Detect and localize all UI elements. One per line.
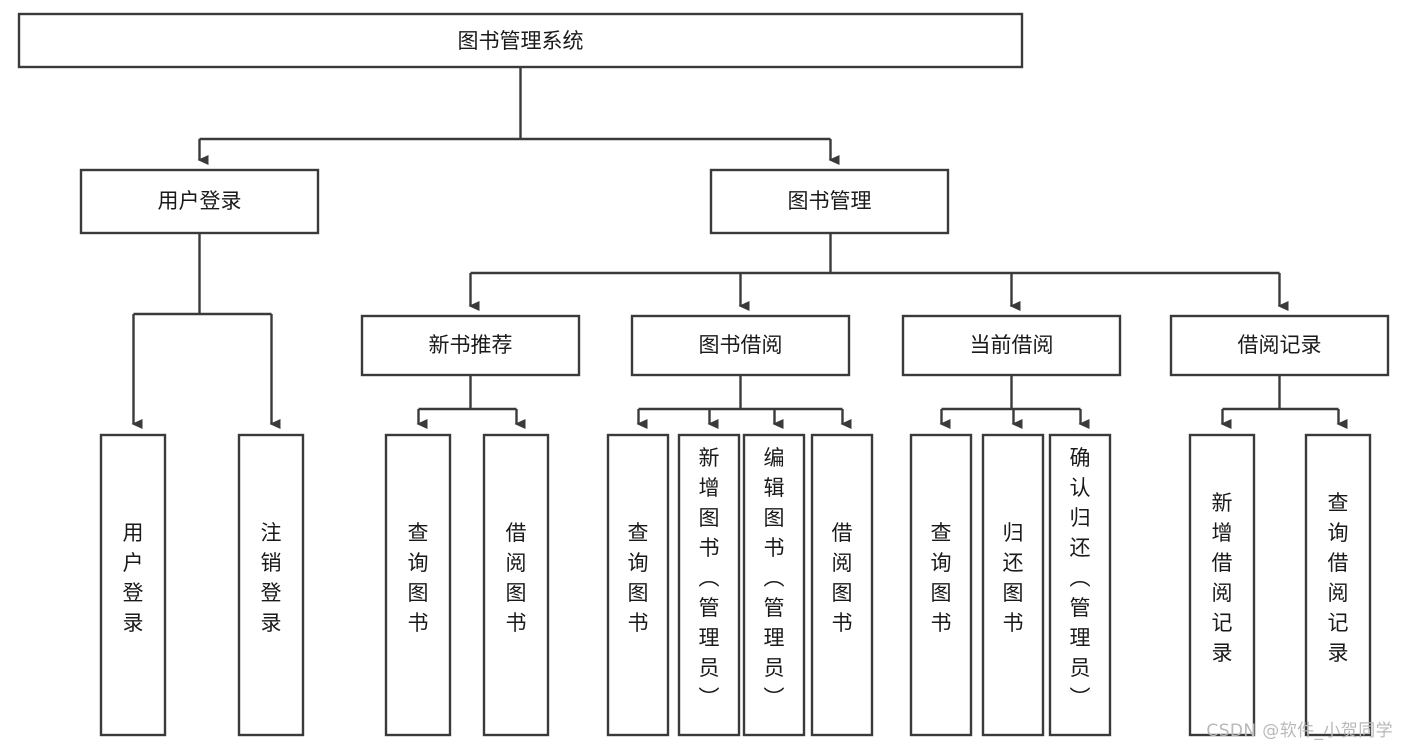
connector-group-new-book-recommend bbox=[416, 375, 526, 429]
node-leaf-user-logout[interactable]: 注销登录 bbox=[237, 433, 305, 737]
node-leaf-query-book-2-box bbox=[606, 433, 670, 737]
node-leaf-return-book-box bbox=[981, 433, 1045, 737]
node-leaf-query-book-3-box bbox=[909, 433, 973, 737]
node-book-manage[interactable]: 图书管理 bbox=[709, 168, 950, 235]
node-new-book-recommend-box bbox=[360, 314, 581, 377]
node-leaf-add-book-label: 新增图书︵管理员︶ bbox=[699, 446, 720, 710]
node-book-borrow-box bbox=[630, 314, 851, 377]
node-leaf-confirm-return-label: 确认归还︵管理员︶ bbox=[1070, 446, 1091, 710]
node-book-borrow[interactable]: 图书借阅 bbox=[630, 314, 851, 377]
node-leaf-query-book-1-label: 查询图书 bbox=[408, 521, 429, 635]
node-user-login-box bbox=[79, 168, 320, 235]
node-leaf-query-book-1[interactable]: 查询图书 bbox=[384, 433, 452, 737]
node-leaf-edit-book-box bbox=[742, 433, 806, 737]
node-leaf-edit-book-label: 编辑图书︵管理员︶ bbox=[764, 446, 785, 710]
node-book-borrow-label: 图书借阅 bbox=[699, 333, 783, 357]
node-current-borrow[interactable]: 当前借阅 bbox=[901, 314, 1122, 377]
node-leaf-confirm-return[interactable]: 确认归还︵管理员︶ bbox=[1048, 433, 1112, 737]
node-user-login-label: 用户登录 bbox=[158, 189, 242, 213]
node-leaf-add-borrow-record[interactable]: 新增借阅记录 bbox=[1188, 433, 1256, 737]
node-leaf-user-login-box bbox=[99, 433, 167, 737]
node-leaf-user-login-label: 用户登录 bbox=[123, 521, 144, 635]
node-borrow-record-box bbox=[1169, 314, 1390, 377]
leaf-node-layer: 用户登录 注销登录 查询图书 借阅图书 查询图书 新增图书︵管理员︶ 编辑图书︵管理员︶ 借阅… bbox=[99, 433, 1372, 737]
node-new-book-recommend-label: 新书推荐 bbox=[429, 333, 513, 357]
node-root-label: 图书管理系统 bbox=[458, 29, 584, 53]
node-leaf-user-login[interactable]: 用户登录 bbox=[99, 433, 167, 737]
node-leaf-borrow-book-1-box bbox=[482, 433, 550, 737]
node-leaf-add-book[interactable]: 新增图书︵管理员︶ bbox=[677, 433, 741, 737]
node-leaf-query-book-2-label: 查询图书 bbox=[628, 521, 649, 635]
node-borrow-record-label: 借阅记录 bbox=[1238, 333, 1322, 357]
node-root[interactable]: 图书管理系统 bbox=[17, 12, 1024, 69]
connector-group-book-borrow bbox=[636, 375, 852, 429]
node-leaf-confirm-return-box bbox=[1048, 433, 1112, 737]
node-leaf-borrow-book-2-box bbox=[810, 433, 874, 737]
node-leaf-user-logout-label: 注销登录 bbox=[261, 521, 282, 635]
node-leaf-add-book-box bbox=[677, 433, 741, 737]
node-leaf-borrow-book-1[interactable]: 借阅图书 bbox=[482, 433, 550, 737]
node-leaf-add-borrow-record-label: 新增借阅记录 bbox=[1212, 491, 1233, 665]
node-leaf-borrow-book-2[interactable]: 借阅图书 bbox=[810, 433, 874, 737]
node-book-manage-label: 图书管理 bbox=[788, 189, 872, 213]
node-leaf-return-book-label: 归还图书 bbox=[1003, 521, 1024, 635]
node-borrow-record[interactable]: 借阅记录 bbox=[1169, 314, 1390, 377]
node-root-box bbox=[17, 12, 1024, 69]
node-leaf-query-book-2[interactable]: 查询图书 bbox=[606, 433, 670, 737]
node-user-login[interactable]: 用户登录 bbox=[79, 168, 320, 235]
node-leaf-return-book[interactable]: 归还图书 bbox=[981, 433, 1045, 737]
node-current-borrow-label: 当前借阅 bbox=[970, 333, 1054, 357]
node-current-borrow-box bbox=[901, 314, 1122, 377]
node-new-book-recommend[interactable]: 新书推荐 bbox=[360, 314, 581, 377]
node-leaf-edit-book[interactable]: 编辑图书︵管理员︶ bbox=[742, 433, 806, 737]
watermark-text: CSDN @软件_小贺同学 bbox=[1206, 721, 1393, 741]
connector-group-root bbox=[197, 67, 840, 165]
node-leaf-query-borrow-record[interactable]: 查询借阅记录 bbox=[1304, 433, 1372, 737]
node-leaf-borrow-book-2-label: 借阅图书 bbox=[832, 521, 853, 635]
connector-group-borrow-record bbox=[1220, 375, 1348, 429]
node-leaf-query-book-1-box bbox=[384, 433, 452, 737]
connector-group-user-login bbox=[131, 233, 281, 429]
node-leaf-user-logout-box bbox=[237, 433, 305, 737]
connector-group-current-borrow bbox=[939, 375, 1090, 429]
connector-group-book-manage bbox=[468, 233, 1289, 311]
node-leaf-add-borrow-record-box bbox=[1188, 433, 1256, 737]
node-leaf-query-borrow-record-box bbox=[1304, 433, 1372, 737]
node-leaf-query-book-3-label: 查询图书 bbox=[931, 521, 952, 635]
node-leaf-query-book-3[interactable]: 查询图书 bbox=[909, 433, 973, 737]
node-leaf-borrow-book-1-label: 借阅图书 bbox=[506, 521, 527, 635]
node-leaf-query-borrow-record-label: 查询借阅记录 bbox=[1328, 491, 1349, 665]
node-book-manage-box bbox=[709, 168, 950, 235]
